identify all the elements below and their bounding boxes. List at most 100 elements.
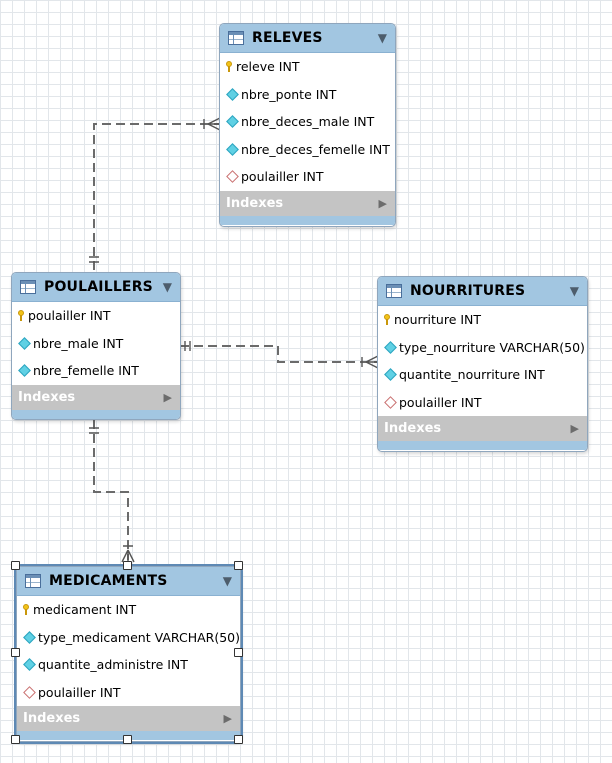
column-label: poulailler INT [241,169,324,185]
expand-arrow-icon[interactable]: ▶ [223,712,232,725]
table-name: RELEVES [252,30,323,46]
column-label: poulailler INT [38,684,121,700]
notation-one-mandatory [89,427,99,434]
primary-key-icon [384,314,390,326]
notation-crows-foot [203,117,221,131]
expand-arrow-icon[interactable]: ▶ [163,390,172,404]
column-label: nbre_femelle INT [33,363,139,379]
indexes-label: Indexes [18,389,76,405]
column-label: nourriture INT [394,312,482,328]
table-icon [25,574,41,588]
table-footer [378,441,587,450]
column-label: releve INT [236,59,300,75]
foreign-key-icon [384,395,397,409]
resize-handle-bottom-right[interactable] [234,735,243,744]
table-releves[interactable]: RELEVES ▼ releve INT nbre_ponte INT nbre… [219,23,396,227]
indexes-section[interactable]: Indexes ▶ [12,384,180,410]
indexes-section[interactable]: Indexes ▶ [17,706,240,731]
column-row[interactable]: quantite_administre INT [17,651,240,679]
resize-handle-middle-left[interactable] [11,648,20,657]
resize-handle-top-left[interactable] [11,561,20,570]
foreign-key-icon [23,685,36,699]
resize-handle-bottom-left[interactable] [11,735,20,744]
table-medicaments[interactable]: MEDICAMENTS ▼ medicament INT type_medica… [14,564,243,744]
resize-handle-top-right[interactable] [234,561,243,570]
column-row[interactable]: nbre_ponte INT [220,81,395,109]
indexes-section[interactable]: Indexes ▶ [378,416,587,441]
table-icon [228,31,244,45]
column-row[interactable]: poulailler INT [220,163,395,191]
table-footer [220,215,395,225]
column-label: quantite_administre INT [38,657,188,673]
column-row[interactable]: nourriture INT [378,306,587,334]
column-row[interactable]: poulailler INT [17,679,240,707]
resize-handle-top-center[interactable] [123,561,132,570]
column-label: type_nourriture VARCHAR(50) [399,339,585,355]
column-row[interactable]: releve INT [220,53,395,81]
column-label: nbre_deces_femelle INT [241,141,390,157]
notation-one-mandatory [184,341,191,351]
column-label: medicament INT [33,602,137,618]
resize-handle-middle-right[interactable] [234,648,243,657]
table-icon [20,280,36,294]
column-icon [226,142,239,156]
table-header[interactable]: POULAILLERS ▼ [12,273,180,302]
table-header[interactable]: NOURRITURES ▼ [378,277,587,306]
primary-key-icon [18,310,24,322]
indexes-label: Indexes [384,421,442,436]
collapse-chevron-icon[interactable]: ▼ [377,31,387,45]
resize-handle-bottom-center[interactable] [123,735,132,744]
column-row[interactable]: type_nourriture VARCHAR(50) [378,334,587,362]
column-icon [226,115,239,129]
notation-crows-foot [121,545,135,563]
column-label: poulailler INT [28,308,111,324]
column-label: nbre_male INT [33,335,124,351]
expand-arrow-icon[interactable]: ▶ [378,196,387,210]
primary-key-icon [23,604,29,616]
table-poulaillers[interactable]: POULAILLERS ▼ poulailler INT nbre_male I… [11,272,181,420]
relationship-poulaillers-releves [93,123,220,270]
collapse-chevron-icon[interactable]: ▼ [162,280,172,294]
column-row[interactable]: nbre_femelle INT [12,357,180,385]
relationship-poulaillers-nourritures [180,345,378,363]
column-icon [18,364,31,378]
foreign-key-icon [226,170,239,184]
column-row[interactable]: type_medicament VARCHAR(50) [17,624,240,652]
column-row[interactable]: nbre_deces_male INT [220,108,395,136]
table-name: POULAILLERS [44,279,153,295]
column-row[interactable]: medicament INT [17,596,240,624]
table-icon [386,284,402,298]
column-label: type_medicament VARCHAR(50) [37,629,240,645]
table-footer [12,409,180,419]
column-row[interactable]: nbre_deces_femelle INT [220,136,395,164]
primary-key-icon [226,61,232,73]
expand-arrow-icon[interactable]: ▶ [570,422,579,435]
table-header[interactable]: RELEVES ▼ [220,24,395,53]
indexes-section[interactable]: Indexes ▶ [220,190,395,216]
column-label: nbre_ponte INT [241,86,337,102]
indexes-label: Indexes [23,711,81,726]
column-label: nbre_deces_male INT [241,114,375,130]
column-icon [23,658,36,672]
table-name: NOURRITURES [410,283,526,299]
column-label: quantite_nourriture INT [399,367,545,383]
indexes-label: Indexes [226,195,284,211]
table-header[interactable]: MEDICAMENTS ▼ [17,567,240,596]
table-nourritures[interactable]: NOURRITURES ▼ nourriture INT type_nourri… [377,276,588,452]
column-icon [384,368,397,382]
column-row[interactable]: quantite_nourriture INT [378,361,587,389]
column-row[interactable]: poulailler INT [378,389,587,417]
collapse-chevron-icon[interactable]: ▼ [569,284,579,298]
column-icon [23,630,36,644]
relationship-poulaillers-medicaments [93,420,129,560]
column-icon [18,336,31,350]
column-row[interactable]: poulailler INT [12,302,180,330]
column-label: poulailler INT [399,394,482,410]
column-row[interactable]: nbre_male INT [12,330,180,358]
collapse-chevron-icon[interactable]: ▼ [222,574,232,588]
column-icon [226,87,239,101]
column-icon [384,340,397,354]
notation-crows-foot [361,355,379,369]
